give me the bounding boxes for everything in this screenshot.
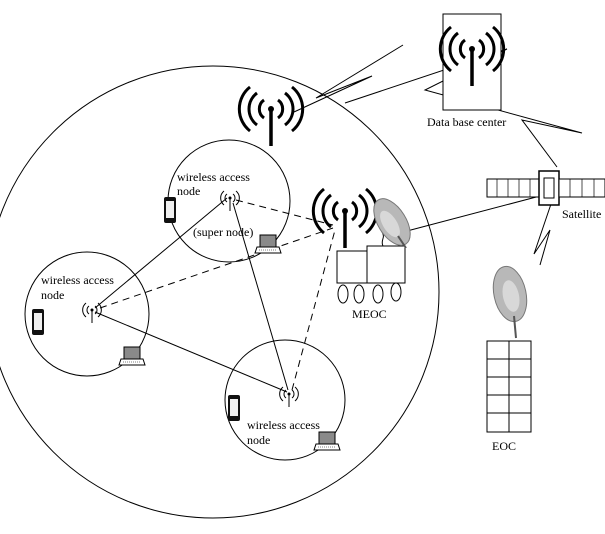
zigzag-link-satellite-to-eoc	[534, 204, 551, 265]
node-bottom-laptop-icon	[314, 432, 340, 450]
node-left-laptop-icon	[119, 347, 145, 365]
node-left-label-line2: node	[41, 288, 64, 302]
dashed-link-bottom-to-meoc	[292, 230, 335, 390]
node-top-label-line1: wireless access	[177, 170, 250, 184]
meoc-antenna-icon	[313, 189, 376, 248]
satellite-icon	[487, 171, 605, 205]
relay-antenna-icon	[239, 87, 302, 146]
node-bottom-phone-icon	[228, 395, 240, 421]
meoc-label: MEOC	[352, 307, 387, 321]
node-top-super-label: (super node)	[193, 225, 253, 239]
node-top-label-line2: node	[177, 184, 200, 198]
link-meoc-dish-to-satellite	[407, 196, 540, 231]
node-left-label-line1: wireless access	[41, 273, 114, 287]
node-left-phone-icon	[32, 309, 44, 335]
dashed-link-super-to-meoc	[236, 200, 333, 225]
node-bottom-label-line2: node	[247, 433, 270, 447]
dashed-link-left-to-meoc	[100, 228, 333, 308]
eoc-label: EOC	[492, 439, 516, 453]
satellite-label: Satellite	[562, 207, 601, 221]
node-top-phone-icon	[164, 197, 176, 223]
link-super-to-left	[95, 198, 227, 308]
node-bottom-label-line1: wireless access	[247, 418, 320, 432]
eoc-building-icon	[487, 341, 531, 432]
eoc-satellite-dish-icon	[489, 263, 532, 338]
database-center-label: Data base center	[427, 115, 506, 129]
